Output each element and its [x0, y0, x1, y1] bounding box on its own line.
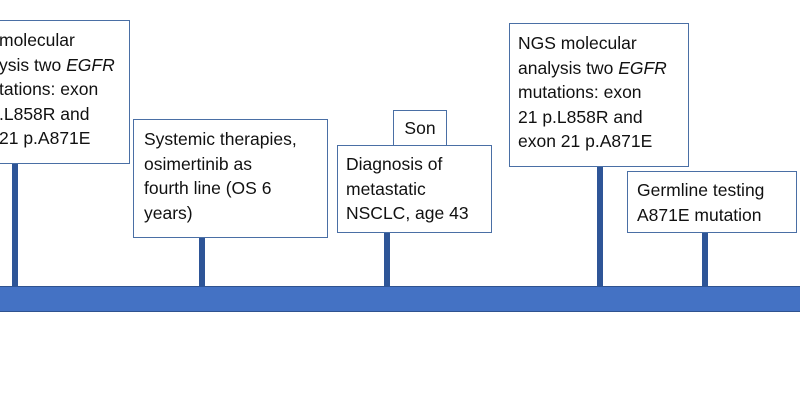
event-3-line-1: Diagnosis of — [346, 152, 491, 177]
event-text-segment: 21 p.A871E — [0, 128, 91, 148]
event-text-segment: exon 21 p.A871E — [518, 131, 653, 151]
event-2-line-2: osimertinib as — [144, 152, 327, 177]
gene-name-text: EGFR — [66, 54, 115, 75]
event-4-line-2: analysis two EGFR — [518, 56, 688, 81]
event-2-connector — [199, 237, 205, 287]
event-2-line-4: years) — [144, 201, 327, 226]
event-1-line-3: tations: exon — [0, 77, 129, 102]
event-text-segment: ysis two — [0, 54, 67, 75]
event-text-segment: mutations: exon — [518, 82, 642, 102]
event-text-segment: years) — [144, 202, 193, 223]
event-2-line-1: Systemic therapies, — [144, 127, 327, 152]
event-text-segment: molecular — [0, 30, 75, 50]
event-4-line-1: NGS molecular — [518, 31, 688, 56]
event-text-segment: metastatic — [346, 178, 426, 199]
event-4-box: NGS molecular analysis two EGFR mutation… — [509, 23, 689, 167]
timeline-bar — [0, 286, 800, 312]
event-5-box: Germline testing A871E mutation — [627, 171, 797, 233]
event-4-line-4: 21 p.L858R and — [518, 105, 688, 130]
event-3-label-box: Son — [393, 110, 447, 146]
event-text-segment: 21 p.L858R and — [518, 106, 643, 127]
event-text-segment: osimertinib as — [144, 153, 252, 174]
event-4-connector — [597, 166, 603, 287]
event-2-line-3: fourth line (OS 6 — [144, 176, 327, 201]
event-text-segment: NGS molecular — [518, 33, 637, 53]
event-text-segment: A871E mutation — [637, 204, 762, 225]
event-5-line-1: Germline testing — [637, 178, 796, 203]
event-text-segment: tations: exon — [0, 79, 99, 99]
event-1-connector — [12, 163, 18, 287]
event-5-line-2: A871E mutation — [637, 203, 796, 228]
event-text-segment: fourth line (OS 6 — [144, 178, 272, 198]
event-text-segment: Germline testing — [637, 180, 765, 200]
event-1-line-5: 21 p.A871E — [0, 126, 129, 151]
event-text-segment: analysis two — [518, 57, 619, 78]
event-3-label: Son — [404, 118, 436, 138]
event-4-line-3: mutations: exon — [518, 80, 688, 105]
event-text-segment: Systemic therapies, — [144, 129, 297, 149]
event-3-connector — [384, 232, 390, 287]
event-3-box: Diagnosis of metastatic NSCLC, age 43 — [337, 145, 492, 233]
event-1-line-4: .L858R and — [0, 102, 129, 127]
event-3-line-2: metastatic — [346, 177, 491, 202]
event-1-line-2: ysis two EGFR — [0, 53, 129, 78]
event-text-segment: NSCLC, age 43 — [346, 203, 469, 223]
event-1-line-1: molecular — [0, 28, 129, 53]
event-1-box: molecular ysis two EGFR tations: exon .L… — [0, 20, 130, 164]
event-4-line-5: exon 21 p.A871E — [518, 129, 688, 154]
event-text-segment: .L858R and — [0, 103, 90, 124]
event-text-segment: Diagnosis of — [346, 154, 443, 174]
gene-name-text: EGFR — [618, 57, 667, 78]
event-5-connector — [702, 232, 708, 287]
event-3-line-3: NSCLC, age 43 — [346, 201, 491, 226]
event-2-box: Systemic therapies, osimertinib as fourt… — [133, 119, 328, 238]
